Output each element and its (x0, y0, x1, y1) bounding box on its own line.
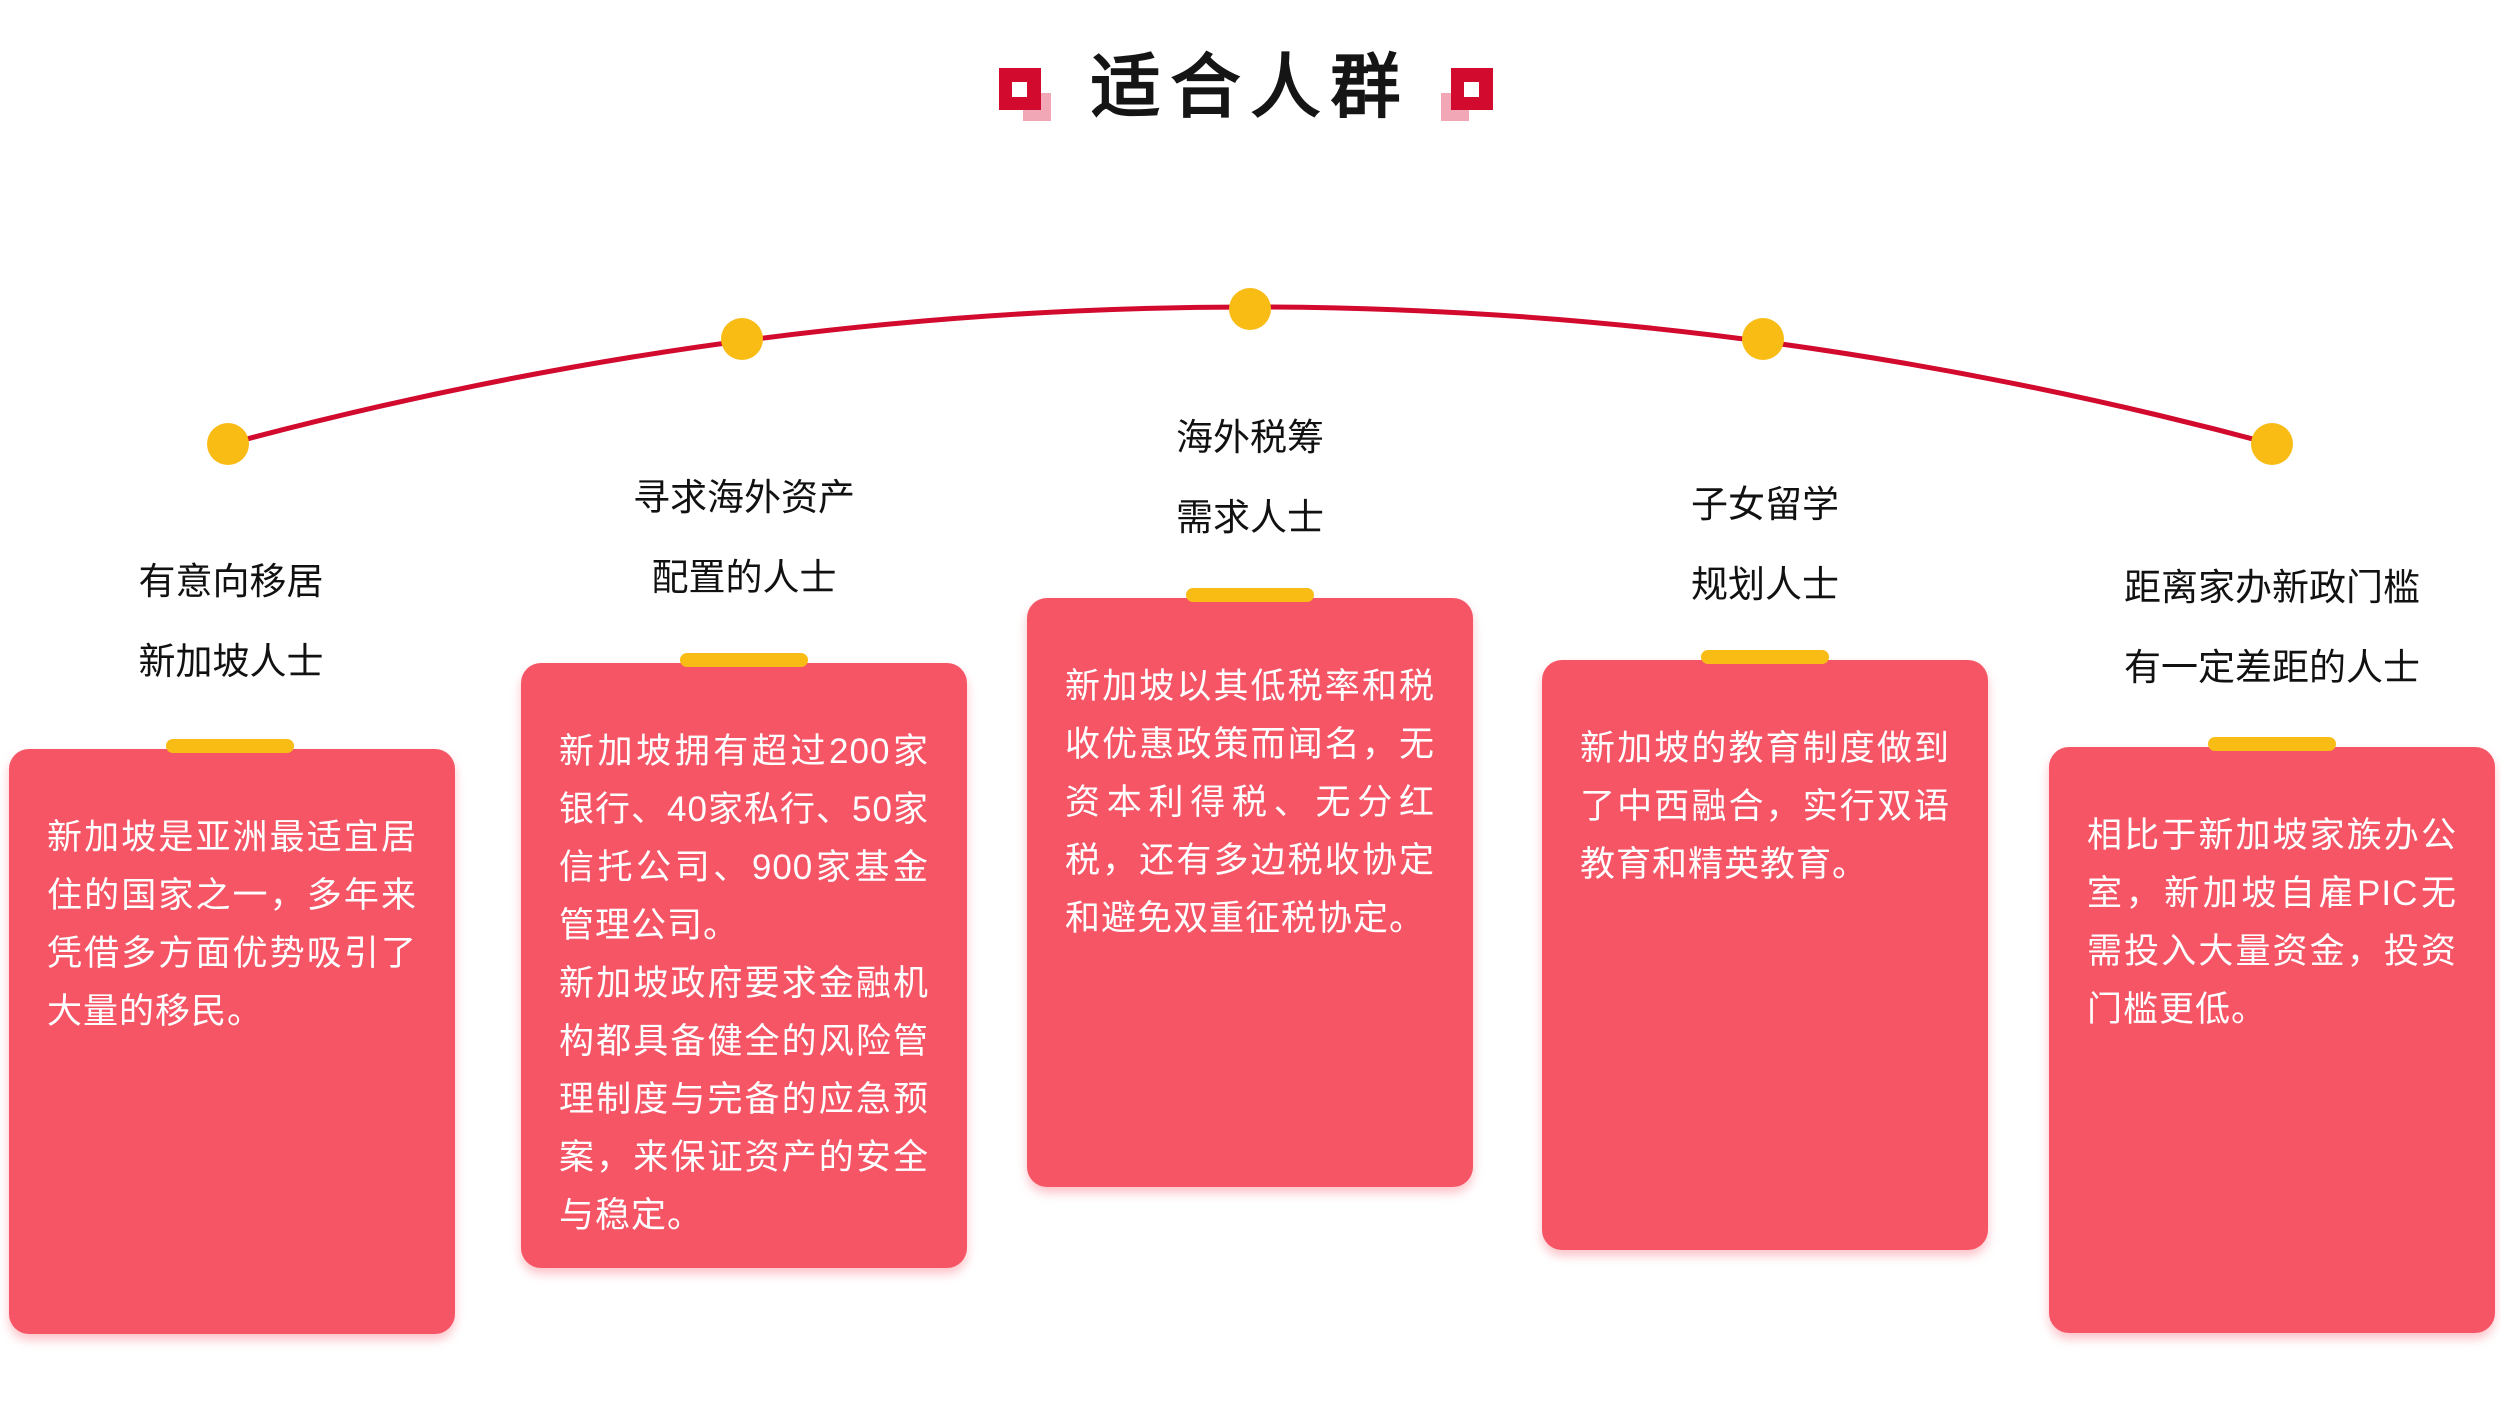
arc-dot-2 (721, 318, 763, 360)
column-3-card-text: 新加坡以其低税率和税收优惠政策而闻名，无资本利得税、无分红税，还有多边税收协定和… (1065, 667, 1435, 938)
column-5-title: 距离家办新政门槛 有一定差距的人士 (2124, 567, 2420, 688)
red-square-icon (998, 68, 1041, 110)
title-ornament-left (998, 68, 1051, 121)
column-4-title: 子女留学 规划人士 (1691, 484, 1839, 605)
column-5-card-text: 相比于新加坡家族办公室，新加坡自雇PIC无需投入大量资金，投资门槛更低。 (2087, 816, 2457, 1029)
column-2-card-text: 新加坡拥有超过200家银行、40家私行、50家信托公司、900家基金管理公司。 … (559, 732, 929, 1235)
title-ornament-right (1440, 68, 1503, 121)
column-2-accent-pill (680, 653, 808, 667)
column-1-accent-pill (166, 739, 294, 753)
column-5-accent-pill (2208, 737, 2336, 751)
column-3-accent-pill (1186, 588, 1314, 602)
column-1-title: 有意向移居 新加坡人士 (138, 561, 324, 682)
column-1-card-text: 新加坡是亚洲最适宜居住的国家之一，多年来凭借多方面优势吸引了大量的移民。 (47, 818, 417, 1031)
column-2-title: 寻求海外资产 配置的人士 (633, 477, 855, 598)
arc-dot-1 (207, 423, 249, 465)
column-1-info-card: 新加坡是亚洲最适宜居住的国家之一，多年来凭借多方面优势吸引了大量的移民。 (9, 749, 455, 1334)
column-4-card-text: 新加坡的教育制度做到了中西融合，实行双语教育和精英教育。 (1580, 729, 1950, 884)
arc-dot-4 (1742, 318, 1784, 360)
column-2-info-card: 新加坡拥有超过200家银行、40家私行、50家信托公司、900家基金管理公司。 … (521, 663, 967, 1268)
column-4-accent-pill (1701, 650, 1829, 664)
header: 适合人群 (0, 44, 2501, 130)
column-4-info-card: 新加坡的教育制度做到了中西融合，实行双语教育和精英教育。 (1542, 660, 1988, 1250)
page-title: 适合人群 (1090, 48, 1411, 126)
column-5-info-card: 相比于新加坡家族办公室，新加坡自雇PIC无需投入大量资金，投资门槛更低。 (2049, 747, 2495, 1333)
column-3-info-card: 新加坡以其低税率和税收优惠政策而闻名，无资本利得税、无分红税，还有多边税收协定和… (1027, 598, 1473, 1187)
arc-dot-5 (2251, 423, 2293, 465)
column-3-title: 海外税筹 需求人士 (1176, 417, 1324, 538)
arc-dot-3 (1229, 288, 1271, 330)
red-square-icon (1450, 68, 1493, 110)
